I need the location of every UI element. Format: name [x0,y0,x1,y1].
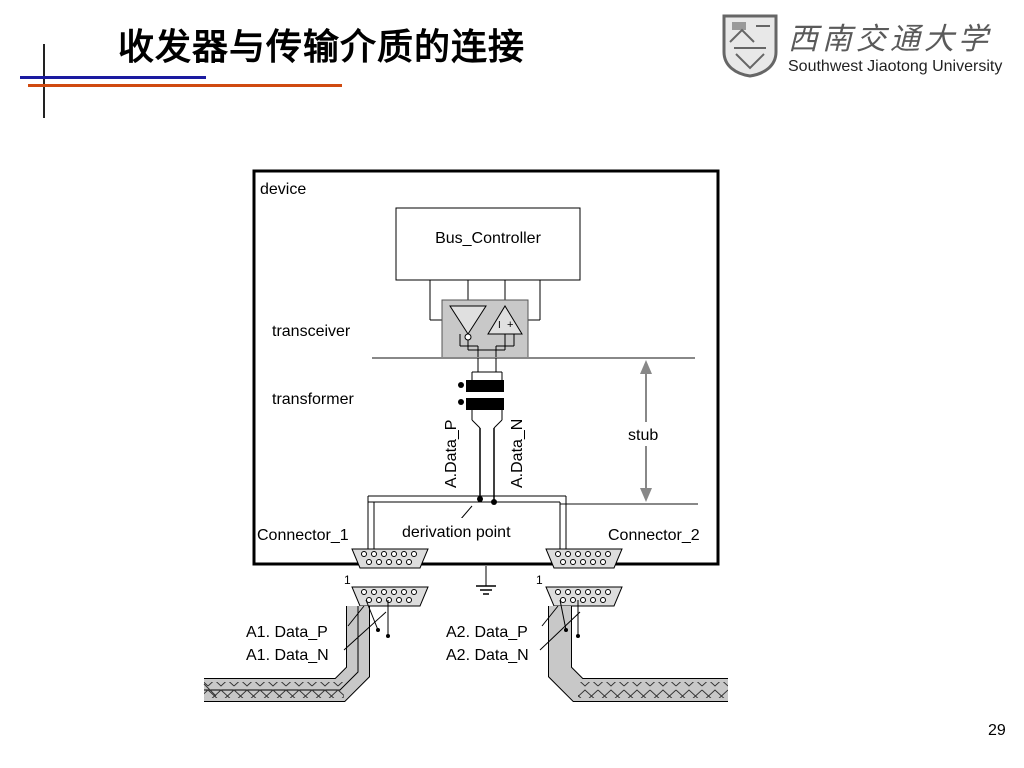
ground-icon [476,585,496,595]
bus-controller-label: Bus_Controller [435,230,542,247]
device-box [252,169,720,566]
connector-1-pin-1-label: 1 [344,573,351,587]
page-number: 29 [988,722,1006,739]
header-vertical-rule [43,44,45,118]
header-blue-rule [20,76,206,79]
connector-2-pin-1-label: 1 [536,573,543,587]
university-emblem-icon [720,12,780,78]
a2-data-n-label: A2. Data_N [446,647,529,664]
transceiver-label: transceiver [272,323,351,340]
a1-data-p-label: A1. Data_P [246,624,328,641]
connector-2-device-side [545,548,623,569]
header-red-rule [28,84,342,87]
driver-amplifier-icon [449,305,487,335]
connector-2-label: Connector_2 [608,527,700,544]
university-name-english: Southwest Jiaotong University [788,58,1003,75]
transformer-core-bottom [466,398,504,410]
connector-1-cable-side [351,586,429,607]
transformer-core-top [466,380,504,392]
cable-1 [203,606,370,702]
amp-plus-label: + [507,319,513,331]
derivation-point-label: derivation point [402,524,511,541]
data-p-label: A.Data_P [443,420,460,488]
device-label: device [260,181,306,198]
cable-2 [548,606,728,702]
a2-data-p-label: A2. Data_P [446,624,528,641]
connector-1-label: Connector_1 [257,527,349,544]
slide-title: 收发器与传输介质的连接 [118,27,526,68]
a1-data-n-label: A1. Data_N [246,647,329,664]
transformer-label: transformer [272,391,354,408]
amp-bar-label: I [498,320,501,331]
connector-2-cable-side [545,586,623,607]
derivation-point-dot [477,496,483,502]
data-n-label: A.Data_N [509,419,526,488]
stub-label: stub [628,427,658,444]
connector-1-device-side [351,548,429,569]
bus-controller-box [395,207,581,281]
university-name-chinese: 西南交通大学 [788,22,992,57]
